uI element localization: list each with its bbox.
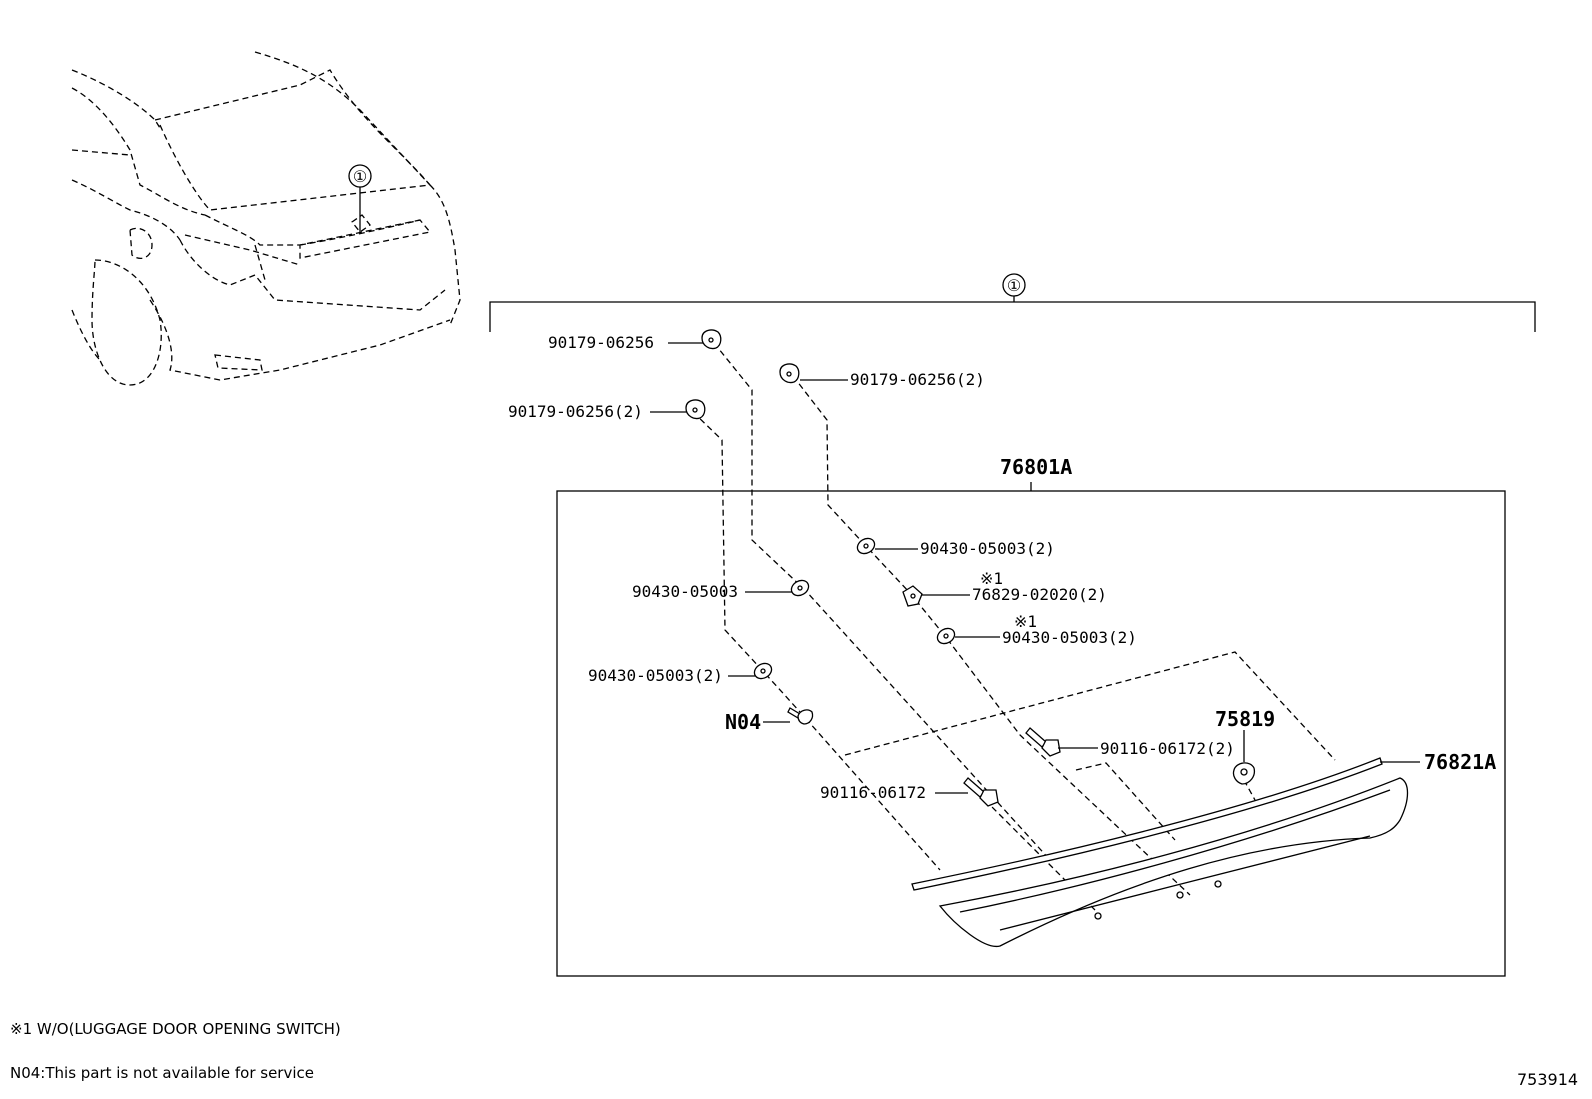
nut-90430-mid bbox=[790, 579, 810, 597]
screw-90116-2 bbox=[1025, 727, 1061, 757]
screw-90116 bbox=[963, 777, 999, 807]
nut-90430-top bbox=[856, 537, 876, 555]
bracket-callout-label: ① bbox=[1007, 276, 1021, 295]
label-90430-05003-2-right: 90430-05003(2) bbox=[1002, 628, 1137, 647]
garnish-76821a bbox=[911, 757, 1420, 947]
label-75819: 75819 bbox=[1215, 707, 1275, 731]
leader-lines bbox=[650, 342, 1245, 794]
fastener-n04 bbox=[787, 707, 814, 725]
assembly-number-label: 76801A bbox=[1000, 455, 1072, 479]
nut-90430-right bbox=[936, 627, 956, 645]
part-labels: 90179-06256 90179-06256(2) 90179-06256(2… bbox=[508, 333, 1496, 802]
assembly-bracket: ① bbox=[489, 273, 1536, 332]
nut-90430-left bbox=[753, 662, 773, 680]
illustration-number: 753914 bbox=[1517, 1070, 1579, 1089]
note-mark-b: ※1 bbox=[1014, 612, 1037, 631]
car-callout-label: ① bbox=[353, 167, 367, 186]
label-90430-05003-mid: 90430-05003 bbox=[632, 582, 738, 601]
car-rear-illustration: ① bbox=[71, 51, 461, 386]
clip-90179-left bbox=[685, 399, 706, 420]
note-mark-a: ※1 bbox=[980, 569, 1003, 588]
label-90179-06256: 90179-06256 bbox=[548, 333, 654, 352]
label-90430-05003-2-top: 90430-05003(2) bbox=[920, 539, 1055, 558]
label-n04: N04 bbox=[725, 710, 761, 734]
label-90116-06172: 90116-06172 bbox=[820, 783, 926, 802]
label-76829-02020-2: 76829-02020(2) bbox=[972, 585, 1107, 604]
label-90179-06256-2-right: 90179-06256(2) bbox=[850, 370, 985, 389]
footnote-2: N04:This part is not available for servi… bbox=[10, 1064, 314, 1082]
spacer-76829 bbox=[902, 585, 923, 607]
clip-90179-top bbox=[701, 329, 722, 350]
clip-75819 bbox=[1232, 762, 1256, 785]
small-parts bbox=[685, 329, 1256, 807]
clip-90179-right bbox=[779, 363, 800, 384]
alignment-lines bbox=[692, 342, 1336, 911]
label-90430-05003-2-left: 90430-05003(2) bbox=[588, 666, 723, 685]
footnote-1: ※1 W/O(LUGGAGE DOOR OPENING SWITCH) bbox=[10, 1020, 341, 1038]
label-90116-06172-2: 90116-06172(2) bbox=[1100, 739, 1235, 758]
label-76821a: 76821A bbox=[1424, 750, 1496, 774]
label-90179-06256-2-left: 90179-06256(2) bbox=[508, 402, 643, 421]
assembly-box: 76801A bbox=[556, 455, 1506, 977]
